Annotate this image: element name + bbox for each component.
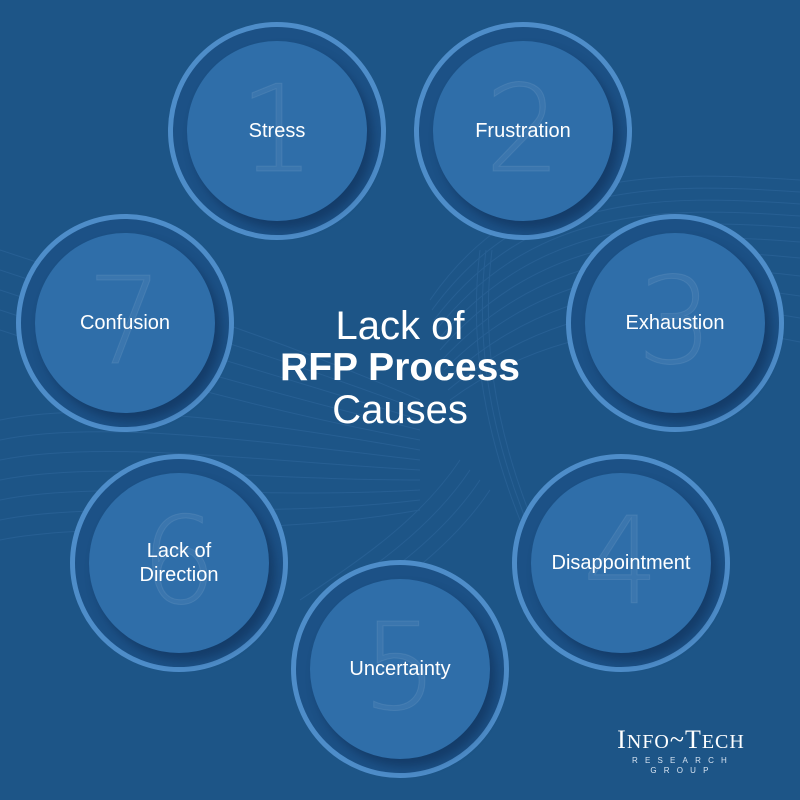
cause-number: 5 (361, 599, 439, 739)
cause-label: Stress (248, 120, 306, 142)
title-line-3: Causes (332, 388, 468, 432)
cause-label: Exhaustion (625, 312, 725, 334)
cause-disc: 1 Stress (187, 41, 367, 221)
cause-label: Confusion (79, 312, 171, 334)
cause-node-4: 4 Disappointment (512, 454, 730, 672)
logo-subtitle: RESEARCH GROUP (631, 756, 735, 775)
cause-node-7: 7 Confusion (16, 214, 234, 432)
cause-disc: 4 Disappointment (531, 473, 711, 653)
cause-label: Uncertainty (349, 658, 451, 680)
title-line-1: Lack of (335, 304, 465, 348)
cause-disc: 2 Frustration (433, 41, 613, 221)
info-tech-logo: INFO~TECH RESEARCH GROUP (598, 726, 764, 776)
cause-node-3: 3 Exhaustion (566, 214, 784, 432)
cause-number: 4 (582, 493, 660, 633)
cause-disc: 7 Confusion (35, 233, 215, 413)
cause-label: Lack of Direction (139, 540, 219, 586)
logo-wordmark: INFO~TECH (617, 725, 745, 754)
cause-label: Disappointment (551, 552, 691, 574)
cause-node-2: 2 Frustration (414, 22, 632, 240)
cause-disc: 6 Lack of Direction (89, 473, 269, 653)
center-title: Lack of RFP Process Causes (200, 305, 600, 431)
cause-number: 1 (238, 61, 316, 201)
cause-disc: 3 Exhaustion (585, 233, 765, 413)
cause-label: Frustration (475, 120, 571, 142)
title-line-2: RFP Process (280, 346, 520, 389)
cause-node-6: 6 Lack of Direction (70, 454, 288, 672)
cause-number: 3 (636, 253, 714, 393)
cause-node-1: 1 Stress (168, 22, 386, 240)
cause-number: 6 (140, 493, 218, 633)
cause-node-5: 5 Uncertainty (291, 560, 509, 778)
cause-disc: 5 Uncertainty (310, 579, 490, 759)
cause-number: 2 (484, 61, 562, 201)
cause-number: 7 (86, 253, 164, 393)
